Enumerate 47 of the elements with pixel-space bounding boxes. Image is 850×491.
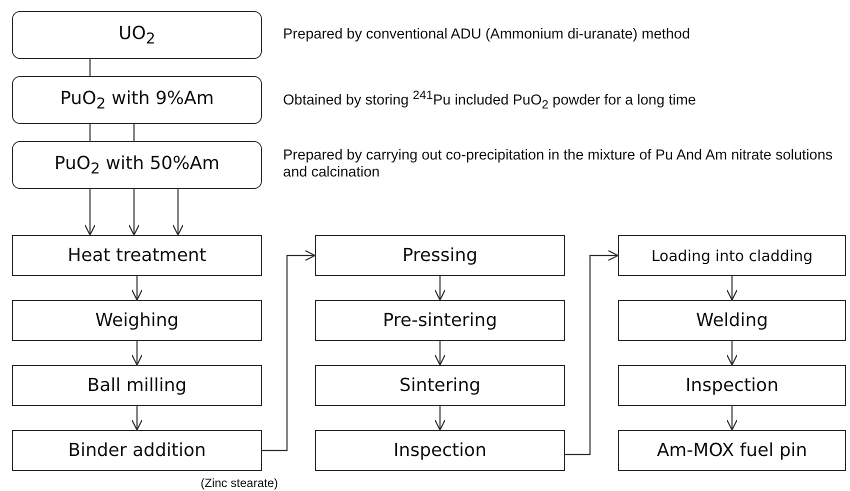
- arrow: [262, 250, 316, 452]
- step-label: Sintering: [399, 375, 481, 396]
- arrow: [434, 276, 446, 301]
- step-label: Weighing: [95, 310, 179, 331]
- step-label: Inspection: [394, 440, 486, 461]
- description-note: Prepared by conventional ADU (Ammonium di-uranate) method: [283, 26, 692, 44]
- description-note: Obtained by storing $^{241}$Pu included PuO$_{2}$ powder for a long time: [283, 88, 697, 112]
- connector-line: [89, 59, 91, 76]
- arrow: [434, 406, 446, 431]
- process-box: [618, 300, 846, 341]
- arrow: [726, 341, 738, 366]
- process-box: [12, 365, 262, 406]
- step-label: Welding: [696, 310, 768, 331]
- note: (Zinc stearate): [200, 476, 278, 490]
- step-label: Ball milling: [87, 375, 187, 396]
- arrow: [84, 189, 96, 236]
- step-label: PuO$_{2}$ with 9%Am: [60, 88, 214, 112]
- arrow: [131, 341, 143, 366]
- process-box: [315, 365, 565, 406]
- process-box: [618, 365, 846, 406]
- step-label: Heat treatment: [68, 245, 206, 266]
- arrow: [565, 250, 619, 456]
- arrow: [128, 189, 140, 236]
- step-label: PuO$_{2}$ with 50%Am: [54, 152, 220, 178]
- process-box: [12, 300, 262, 341]
- process-box: [618, 235, 846, 276]
- step-label: Binder addition: [68, 440, 206, 461]
- process-box: [315, 235, 565, 276]
- process-box: [315, 430, 565, 471]
- arrow: [726, 406, 738, 431]
- arrow: [726, 276, 738, 301]
- connector-line: [89, 124, 91, 141]
- connector-line: [133, 124, 135, 141]
- process-box: [315, 300, 565, 341]
- step-label: UO$_{2}$: [118, 22, 156, 48]
- description-note: Prepared by carrying out co-precipitation in the mixture of Pu And Am nitrate solutions and calcination: [283, 148, 834, 182]
- process-box: [12, 235, 262, 276]
- step-label: Pressing: [402, 245, 478, 266]
- arrow: [434, 341, 446, 366]
- step-label: Loading into cladding: [651, 246, 813, 264]
- step-label: Inspection: [686, 375, 778, 396]
- process-box: [618, 430, 846, 471]
- step-label: Pre-sintering: [382, 310, 498, 331]
- arrow: [131, 406, 143, 431]
- arrow: [172, 189, 184, 236]
- arrow: [131, 276, 143, 301]
- step-label: Am-MOX fuel pin: [656, 440, 808, 461]
